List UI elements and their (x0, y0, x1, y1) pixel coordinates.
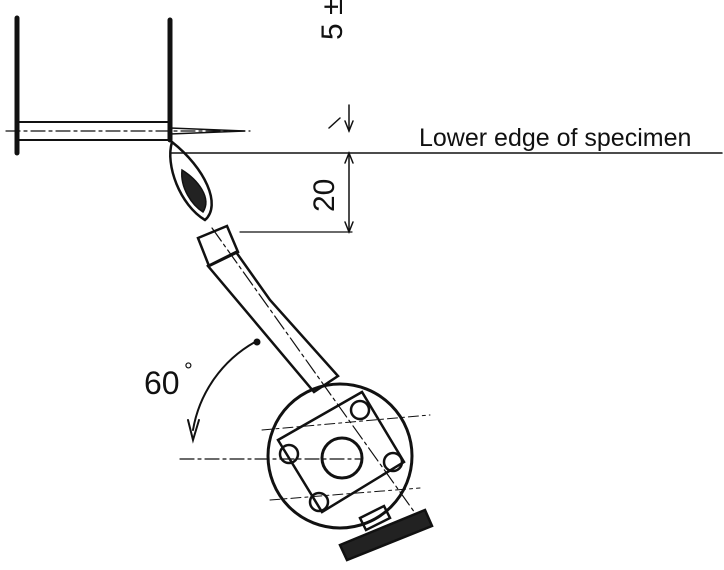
angle-arc (192, 341, 256, 431)
angle-arrow (187, 419, 200, 444)
mount-screw (278, 443, 300, 465)
specimen-tip (169, 127, 246, 135)
angle-unit-label: ° (184, 358, 193, 383)
angle-dot (253, 338, 261, 346)
dim-leader (328, 117, 341, 129)
dim-arrow-top (344, 150, 354, 164)
adjustment-knob (338, 508, 434, 562)
dim-arrow-upper (344, 120, 354, 134)
dimension-lower-label: 20 (308, 178, 341, 212)
burner-tube (206, 250, 340, 394)
mount-screw (382, 451, 404, 473)
lower-edge-label: Lower edge of specimen (419, 124, 692, 152)
knob-stem (358, 504, 392, 532)
burner-mount-plate (276, 390, 406, 514)
dimension-upper-label: 5 ±1 (316, 0, 349, 40)
burner-axis (211, 227, 421, 521)
angle-value-label: 60 (144, 365, 180, 401)
base-crossline (269, 487, 421, 501)
gas-inlet-hole (320, 436, 364, 480)
mount-screw (308, 491, 330, 513)
flame-outer (169, 139, 213, 222)
dim-arrow-bottom (344, 221, 354, 235)
flame-inner (181, 168, 207, 214)
burner-base (266, 382, 414, 530)
burner-nozzle (196, 224, 240, 268)
base-crossline (261, 414, 431, 431)
mount-screw (349, 399, 371, 421)
